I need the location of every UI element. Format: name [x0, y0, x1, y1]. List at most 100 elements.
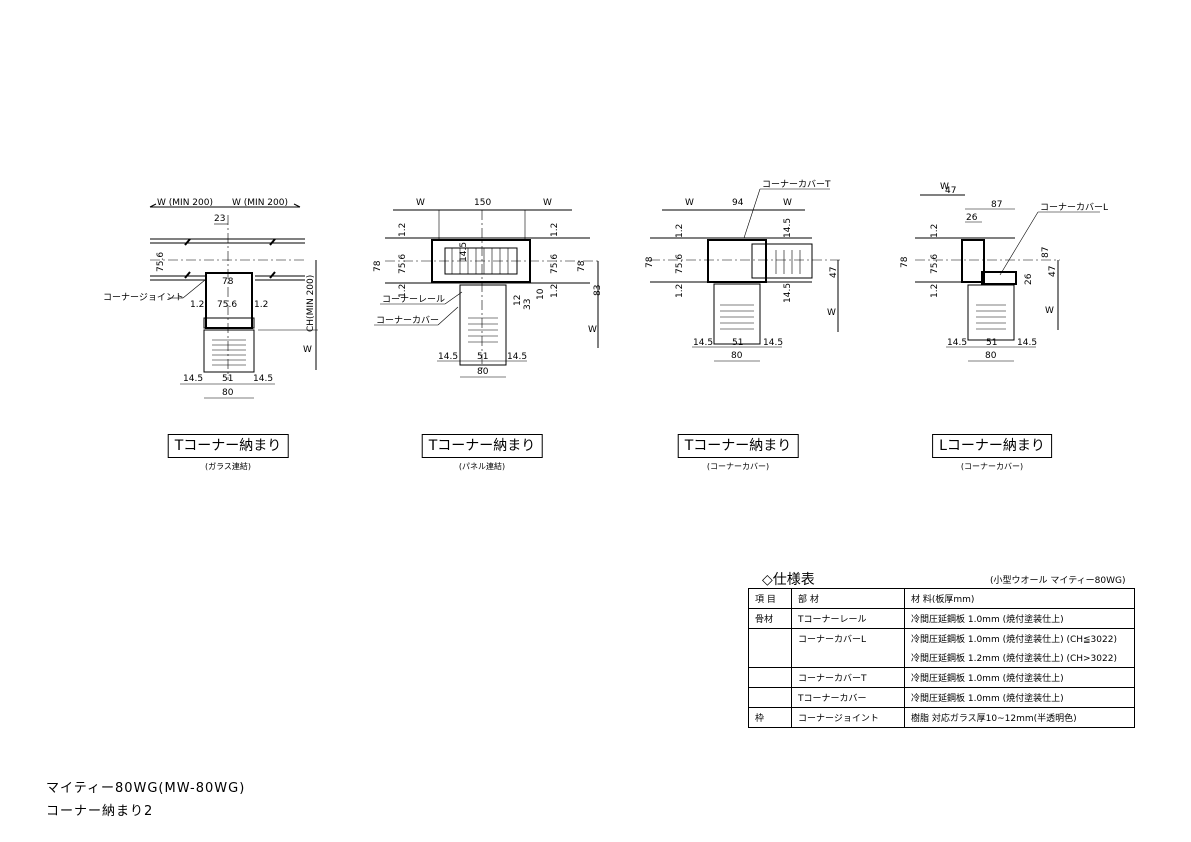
dim-text: W — [588, 325, 597, 335]
dim-text: W — [543, 198, 552, 208]
dim-text: 1.2 — [675, 284, 685, 298]
dim-text: W — [303, 345, 312, 355]
spec-table: 項 目 部 材 材 料(板厚mm) 骨材 Tコーナーレール 冷間圧延鋼板 1.0… — [748, 588, 1135, 728]
part-cell: コーナーカバーL — [791, 628, 905, 648]
spec-title: ◇仕様表 — [762, 572, 815, 588]
drawing-caption: Lコーナー納まり — [932, 434, 1052, 458]
dim-text: 1.2 — [930, 284, 940, 298]
dim-text: 26 — [966, 213, 978, 223]
dim-text: 47 — [1048, 266, 1058, 277]
table-row: 冷間圧延鋼板 1.2mm (焼付塗装仕上) (CH>3022) — [748, 648, 1135, 668]
dim-text: 14.5 — [459, 242, 469, 262]
dim-text: W — [1045, 306, 1054, 316]
dim-text: 80 — [731, 351, 743, 361]
dim-text: W — [783, 198, 792, 208]
table-header-row: 項 目 部 材 材 料(板厚mm) — [748, 588, 1135, 609]
dim-text: 80 — [985, 351, 997, 361]
dim-text: 51 — [986, 338, 997, 348]
dim-text: 1.2 — [550, 284, 560, 298]
dim-text: 78 — [222, 277, 234, 287]
drawing-t-corner-cover: W 94 W コーナーカバーT 1.2 14.5 78 75.6 47 1.2 … — [645, 179, 840, 362]
dim-text: 87 — [991, 200, 1002, 210]
drawing-subcaption: (コーナーカバー) — [706, 462, 770, 471]
dim-text: 75.6 — [156, 252, 166, 272]
dim-text: 1.2 — [930, 224, 940, 238]
category-cell — [748, 667, 792, 688]
dim-text: 1.2 — [398, 223, 408, 237]
drawing-t-corner-panel: W 150 W 1.2 14.5 1.2 78 75.6 75.6 78 1.2… — [373, 198, 603, 378]
dim-text: 10 — [536, 288, 546, 300]
category-cell: 枠 — [748, 707, 792, 728]
dim-text: 78 — [577, 260, 587, 272]
dim-text: W (MIN 200) — [232, 198, 288, 208]
drawing-caption: Tコーナー納まり — [167, 434, 289, 458]
dim-text: 1.2 — [550, 223, 560, 237]
dim-text: 14.5 — [693, 338, 713, 348]
header-cell: 材 料(板厚mm) — [904, 588, 1135, 609]
part-cell: コーナーカバーT — [791, 667, 905, 688]
dim-text: W — [827, 308, 836, 318]
material-cell: 樹脂 対応ガラス厚10~12mm(半透明色) — [904, 707, 1135, 728]
dim-text: 80 — [477, 367, 489, 377]
label-corner-joint: コーナージョイント — [103, 292, 184, 303]
dim-text: 87 — [1041, 247, 1051, 258]
dim-text: 14.5 — [507, 352, 527, 362]
drawing-t-corner-glass: W (MIN 200) W (MIN 200) 23 75.6 78 1.2 7… — [103, 198, 318, 399]
sheet-title: コーナー納まり2 — [46, 804, 154, 819]
drawing-subcaption: (パネル連結) — [458, 462, 506, 471]
material-cell: 冷間圧延鋼板 1.2mm (焼付塗装仕上) (CH>3022) — [904, 648, 1135, 668]
dim-text: 47 — [945, 186, 956, 196]
header-cell: 項 目 — [748, 588, 792, 609]
part-cell — [791, 648, 905, 668]
dim-text: 51 — [477, 352, 488, 362]
part-cell: Tコーナーレール — [791, 608, 905, 629]
material-cell: 冷間圧延鋼板 1.0mm (焼付塗装仕上) — [904, 608, 1135, 629]
dim-text: 14.5 — [253, 374, 273, 384]
dim-text: 78 — [900, 256, 910, 268]
category-cell — [748, 628, 792, 648]
dim-text: 14.5 — [947, 338, 967, 348]
table-row: 枠 コーナージョイント 樹脂 対応ガラス厚10~12mm(半透明色) — [748, 707, 1135, 728]
drawing-l-corner-cover: W 47 87 26 コーナーカバーL 1.2 78 75.6 1.2 26 8… — [900, 182, 1108, 362]
material-cell: 冷間圧延鋼板 1.0mm (焼付塗装仕上) — [904, 667, 1135, 688]
dim-text: 14.5 — [763, 338, 783, 348]
dim-text: 23 — [214, 214, 225, 224]
label-corner-rail: コーナーレール — [382, 294, 445, 305]
label-corner-cover-l: コーナーカバーL — [1040, 202, 1108, 213]
header-cell: 部 材 — [791, 588, 905, 609]
dim-text: 94 — [732, 198, 744, 208]
dim-text: W (MIN 200) — [157, 198, 213, 208]
dim-text: 75.6 — [550, 254, 560, 274]
dim-text: 14.5 — [783, 283, 793, 303]
category-cell — [748, 687, 792, 708]
dim-text: 14.5 — [1017, 338, 1037, 348]
dim-text: 14.5 — [783, 218, 793, 238]
dim-text: 47 — [829, 267, 839, 278]
dim-text: 1.2 — [675, 224, 685, 238]
dim-text: 78 — [373, 260, 383, 272]
drawing-subcaption: (コーナーカバー) — [960, 462, 1024, 471]
dim-text: 75.6 — [217, 300, 237, 310]
spec-model: (小型ウオール マイティー80WG) — [990, 576, 1126, 586]
dim-text: 78 — [645, 256, 655, 268]
dim-text: 150 — [474, 198, 491, 208]
material-cell: 冷間圧延鋼板 1.0mm (焼付塗装仕上) — [904, 687, 1135, 708]
part-cell: コーナージョイント — [791, 707, 905, 728]
category-cell: 骨材 — [748, 608, 792, 629]
dim-text: 1.2 — [398, 284, 408, 298]
dim-text: W — [685, 198, 694, 208]
dim-text: 75.6 — [675, 254, 685, 274]
drawing-subcaption: (ガラス連結) — [204, 462, 252, 471]
category-cell — [748, 648, 792, 668]
dim-text: 26 — [1024, 273, 1034, 285]
table-row: 骨材 Tコーナーレール 冷間圧延鋼板 1.0mm (焼付塗装仕上) — [748, 608, 1135, 629]
dim-text: 1.2 — [254, 300, 268, 310]
product-title: マイティー80WG(MW-80WG) — [46, 781, 246, 796]
table-row: Tコーナーカバー 冷間圧延鋼板 1.0mm (焼付塗装仕上) — [748, 687, 1135, 708]
label-corner-cover-t: コーナーカバーT — [762, 179, 831, 190]
dim-text: 75.6 — [398, 254, 408, 274]
table-row: コーナーカバーT 冷間圧延鋼板 1.0mm (焼付塗装仕上) — [748, 667, 1135, 688]
dim-text: 51 — [222, 374, 233, 384]
dim-text: 75.6 — [930, 254, 940, 274]
